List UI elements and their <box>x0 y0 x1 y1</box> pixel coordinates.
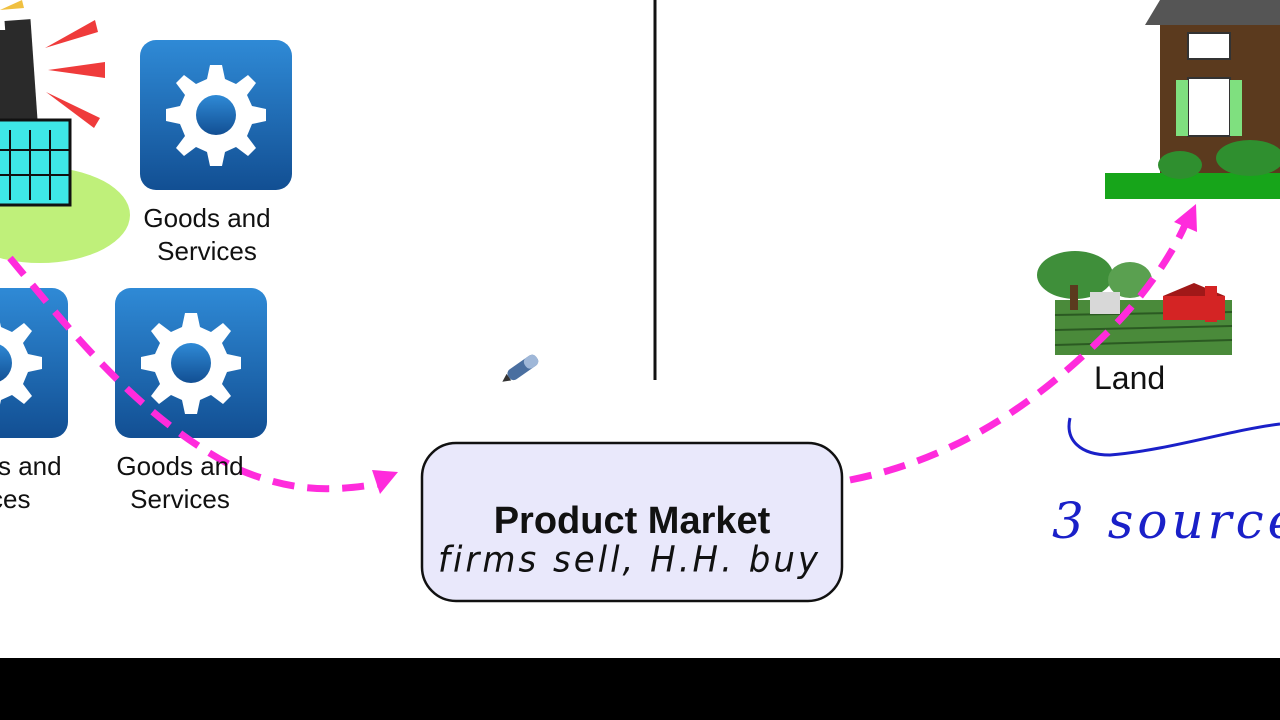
label-line: Goods and <box>116 451 244 481</box>
gear-icon <box>140 40 292 190</box>
arrow-market-to-household <box>849 223 1189 484</box>
gear-bottom-left-label: s and ces <box>0 450 70 516</box>
video-letterbox <box>0 658 1280 720</box>
label-line: ces <box>0 484 31 514</box>
house-icon <box>1105 0 1280 199</box>
handwriting-right: 3 source <box>1052 492 1280 550</box>
handwritten-note: firms sell, H.H. buy <box>438 539 821 581</box>
product-market-title: Product Market <box>493 500 771 542</box>
ink-stroke <box>1067 417 1280 457</box>
land-label: Land <box>1094 360 1166 396</box>
product-market-box <box>420 441 844 603</box>
pen-cursor-icon <box>502 354 539 382</box>
gear-icon <box>115 288 267 438</box>
label-line: Goods and <box>143 203 271 233</box>
factory-icon <box>0 0 130 263</box>
label-line: s and <box>0 451 62 481</box>
slide-canvas: Goods and Services Goods and Services s … <box>0 0 1280 658</box>
arrow-goods-to-market <box>7 255 386 493</box>
label-line: Services <box>157 236 257 266</box>
gear-bottom-right-label: Goods and Services <box>105 450 255 516</box>
gear-top-label: Goods and Services <box>132 202 282 268</box>
farm-icon <box>1037 251 1233 355</box>
diagram-graphics <box>0 0 1280 603</box>
gear-icon <box>0 288 68 438</box>
label-line: Services <box>130 484 230 514</box>
